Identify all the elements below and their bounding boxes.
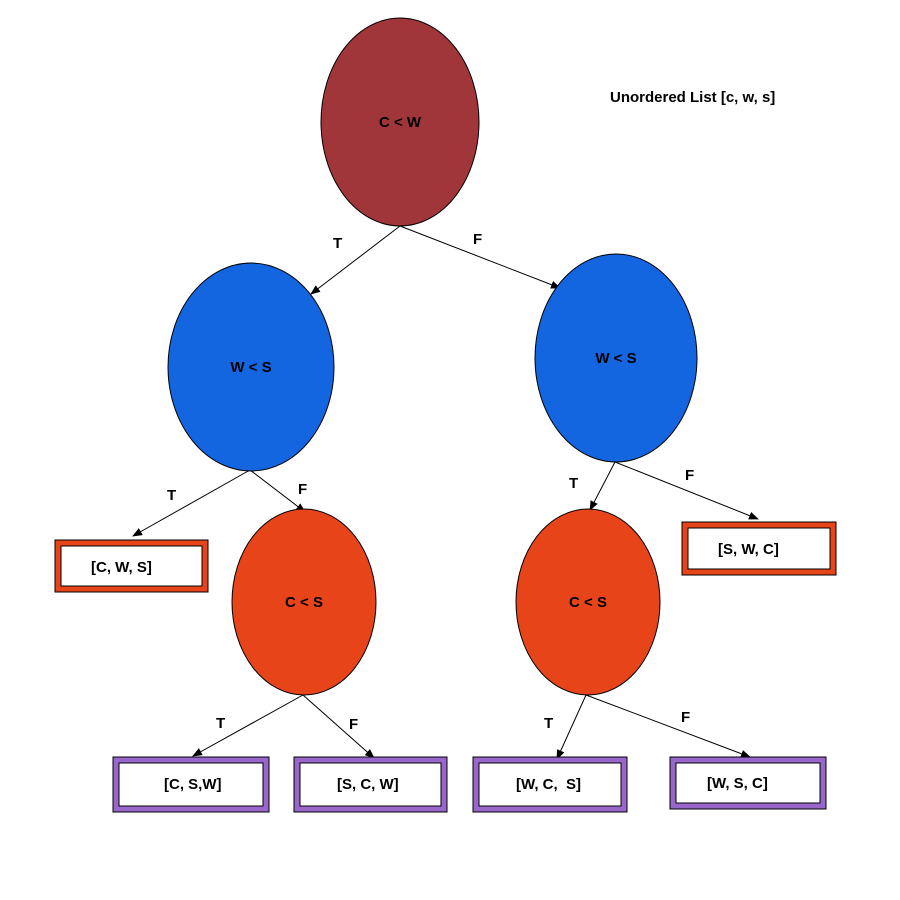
- leaf-cws-label: [C, W, S]: [91, 559, 152, 576]
- node-right-low: [515, 508, 661, 696]
- edge-root-left: [310, 225, 401, 295]
- edge-labels: T F T F T F T F T F: [167, 231, 694, 733]
- edge-rightmid-rightlow: [589, 461, 616, 511]
- edge-leftlow-left: [192, 694, 304, 757]
- leaf-csw: [118, 762, 264, 807]
- node-right-low-label: C < S: [569, 594, 607, 611]
- edge-label-rightlow-left: T: [544, 715, 553, 732]
- leaf-swc-label: [S, W, C]: [718, 541, 779, 558]
- edge-leftmid-leftlow: [249, 469, 306, 513]
- leaf-wsc-label: [W, S, C]: [707, 775, 768, 792]
- edge-label-leftmid-leftlow: F: [298, 481, 307, 498]
- leaf-wcs: [478, 762, 622, 807]
- edge-leftlow-right: [302, 694, 375, 759]
- edge-rightmid-leaf: [614, 461, 759, 520]
- leaf-wcs-label: [W, C, S]: [516, 776, 581, 793]
- node-right-mid-label: W < S: [595, 350, 636, 367]
- leaf-scw-label: [S, C, W]: [337, 776, 399, 793]
- node-left-mid-label: W < S: [230, 359, 271, 376]
- edges: [132, 225, 759, 760]
- edge-label-leftlow-right: F: [349, 716, 358, 733]
- edge-label-rightmid-rightlow: T: [569, 475, 578, 492]
- node-left-mid: [167, 262, 335, 472]
- leaf-cws: [60, 545, 203, 587]
- leaf-boxes: [C, W, S] [S, W, C] [C, S,W] [S, C, W] […: [54, 521, 837, 813]
- diagram-title: Unordered List [c, w, s]: [610, 89, 775, 106]
- edge-rightlow-right: [585, 694, 751, 758]
- edge-leftmid-leaf: [132, 469, 251, 537]
- edge-label-rightmid-leaf: F: [685, 467, 694, 484]
- node-left-low: [231, 508, 377, 696]
- leaf-scw: [299, 762, 442, 807]
- edge-rightlow-left: [556, 694, 587, 760]
- leaf-swc: [687, 527, 831, 570]
- edge-label-root-right: F: [473, 231, 482, 248]
- node-right-mid: [534, 253, 698, 463]
- edge-label-leftmid-leaf: T: [167, 487, 176, 504]
- node-left-low-label: C < S: [285, 594, 323, 611]
- leaf-csw-label: [C, S,W]: [164, 776, 222, 793]
- decision-nodes: C < W W < S W < S C < S C < S: [167, 17, 698, 696]
- edge-label-leftlow-left: T: [216, 715, 225, 732]
- node-root: [320, 17, 480, 227]
- edge-label-rightlow-right: F: [681, 709, 690, 726]
- leaf-wsc: [675, 762, 821, 804]
- node-root-label: C < W: [379, 114, 422, 131]
- edge-label-root-left: T: [333, 235, 342, 252]
- edge-root-right: [399, 225, 561, 289]
